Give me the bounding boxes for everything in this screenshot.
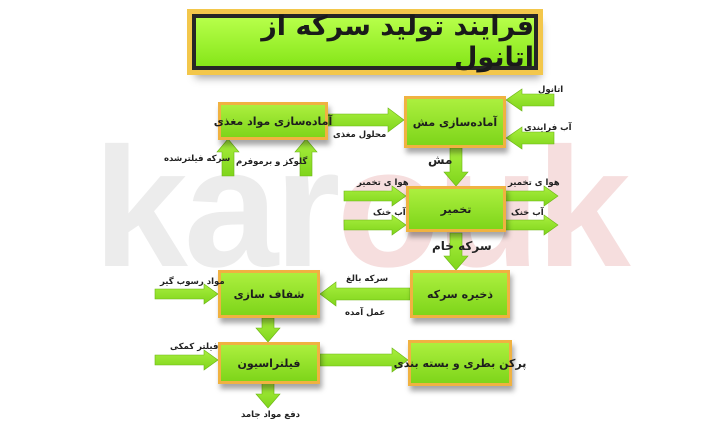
node-bottling-label: پرکن بطری و بسته بندی: [393, 356, 527, 370]
label-filtered-vinegar: سرکه فیلترشده: [164, 154, 231, 164]
arrow-process-water-in: [505, 126, 555, 150]
arrow-storage-to-clarify: [319, 281, 411, 307]
arrow-solid-waste-down: [255, 382, 281, 409]
label-cooling-water-in: آب خنک: [373, 208, 406, 218]
arrow-clarify-down: [255, 317, 281, 343]
node-nutrient-prep: آماده‌سازی مواد مغذی: [214, 102, 332, 140]
node-fermentation-label: تخمیر: [440, 202, 472, 216]
label-nutrient-solution: محلول مغذی: [333, 130, 387, 140]
node-vinegar-storage: ذخیره سرکه: [410, 270, 510, 318]
arrow-mash-down: [443, 147, 469, 187]
node-mash-prep-label: آماده‌سازی مش: [412, 115, 498, 129]
arrow-nutrient-to-mash: [327, 107, 405, 133]
node-mash-prep: آماده‌سازی مش: [404, 96, 506, 148]
label-fermentation-air-in: هوا ی تخمیر: [357, 178, 409, 188]
node-fermentation: تخمیر: [406, 186, 506, 232]
label-process-water: آب فرایندی: [524, 123, 572, 133]
node-clarification: شفاف سازی: [218, 270, 320, 318]
label-fermentation-air-out: هوا ی تخمیر: [508, 178, 560, 188]
label-solid-waste: دفع مواد جامد: [241, 410, 301, 420]
label-ethanol: اتانول: [538, 85, 564, 95]
arrow-filter-aid-in: [154, 349, 219, 371]
arrow-settling-in: [154, 283, 219, 305]
node-filtration: فیلتراسیون: [218, 342, 320, 384]
label-raw-vinegar: سرکه خام: [432, 239, 492, 253]
label-mash: مش: [428, 153, 453, 167]
arrow-ethanol-in: [505, 88, 555, 112]
arrow-raw-vinegar-down: [443, 232, 469, 271]
arrow-filter-to-bottling: [319, 347, 409, 373]
label-filter-aid: فیلتر کمکی: [170, 342, 219, 352]
arrow-glucose-up: [294, 138, 318, 177]
node-clarification-label: شفاف سازی: [233, 287, 305, 301]
node-filtration-label: فیلتراسیون: [237, 356, 301, 370]
label-cooling-water-out: آب خنک: [511, 208, 544, 218]
arrow-cool-in: [343, 214, 407, 236]
arrow-air-in: [343, 185, 407, 207]
node-bottling: پرکن بطری و بسته بندی: [394, 340, 526, 386]
node-vinegar-storage-label: ذخیره سرکه: [427, 287, 493, 301]
label-glucose-bromoform: گلوکز و برموفرم: [236, 157, 308, 167]
title-banner: فرایند تولید سرکه از اتانول: [192, 11, 538, 73]
node-nutrient-prep-label: آماده‌سازی مواد مغذی: [213, 114, 333, 128]
label-settling-agent: مواد رسوب گیر: [160, 277, 225, 287]
page-title: فرایند تولید سرکه از اتانول: [261, 11, 534, 73]
arrow-air-out: [504, 185, 559, 207]
arrow-filtered-vinegar-up: [216, 138, 240, 177]
label-mature-vinegar: سرکه بالغ: [346, 274, 389, 284]
arrow-cool-out: [504, 214, 559, 236]
label-processed: عمل آمده: [345, 308, 386, 318]
